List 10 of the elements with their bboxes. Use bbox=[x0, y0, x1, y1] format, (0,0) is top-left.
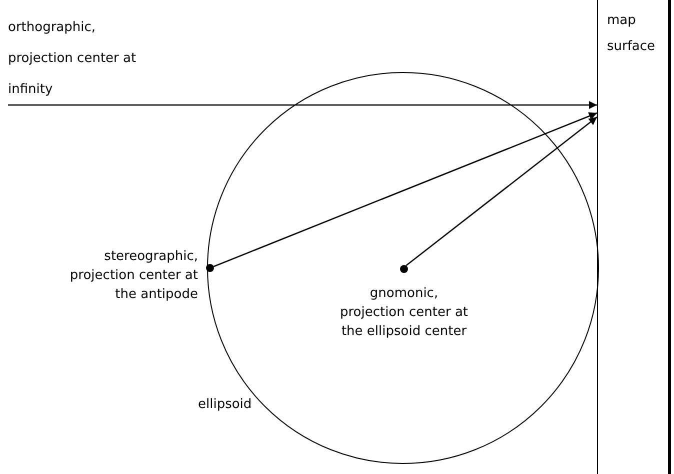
point-caption: stereographic, projection center at the antipode bbox=[68, 248, 198, 304]
arrow bbox=[213, 112, 598, 268]
projection-point bbox=[400, 265, 408, 273]
map-surface-label: map surface bbox=[607, 12, 656, 56]
arrow bbox=[8, 101, 597, 109]
ellipsoid-label: ellipsoid bbox=[198, 396, 253, 414]
point-caption: gnomonic, projection center at the ellipsoid center bbox=[339, 285, 469, 341]
projection-label: orthographic, projection center at infinity bbox=[8, 12, 148, 105]
map-surface bbox=[597, 0, 671, 474]
arrow bbox=[406, 116, 598, 266]
